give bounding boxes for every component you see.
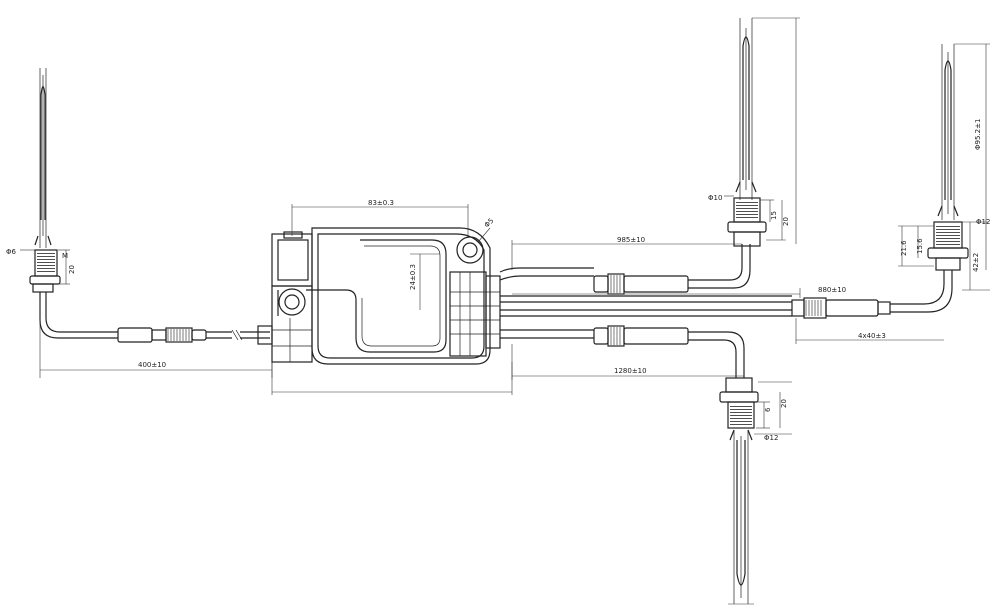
dim-mount-hole: Φ5 [483,217,496,230]
dim-probe-bottom-b: 20 [780,399,788,408]
cable-top-right [499,244,751,295]
dim-module-width: 83±0.3 [368,199,394,207]
dim-probe-top-a: 15 [770,211,778,220]
dims-cables: 985±10 880±10 4x40±3 1280±10 [511,236,944,380]
cable-right [500,270,953,319]
dim-probe-top-b: 20 [782,217,790,226]
dims-probe-bottom: 6 20 Φ12 [754,381,792,442]
dim-probe-right-len: Φ95.2±1 [974,119,982,150]
dims-probe-right: Φ95.2±1 Φ12 21.6 15.6 42±2 [898,43,990,291]
dim-probe-right-dia: Φ12 [976,218,990,226]
connector-left [117,325,273,345]
dims-module: 83±0.3 24±0.3 Φ5 [271,199,513,395]
dim-probe-bottom-dia: Φ12 [764,434,778,442]
probe-left [29,68,118,339]
dim-cable-top-right: 985±10 [617,236,645,244]
dim-cable-right: 880±10 [818,286,846,294]
probe-top [727,18,767,247]
cable-bottom [500,325,745,378]
dim-cable-left: 400±10 [138,361,166,369]
probe-bottom [719,377,759,605]
dim-cable-right-end: 4x40±3 [858,332,886,340]
dim-probe-right-a: 21.6 [900,240,908,256]
dims-left: 400±10 Φ6 20 M [6,248,273,378]
dim-probe-right-c: 42±2 [972,253,980,272]
dim-probe-left-nut: M [62,252,68,260]
dim-probe-left-len: 20 [68,265,76,274]
dim-probe-left-dia: Φ6 [6,248,17,256]
probe-right [927,44,969,271]
dim-probe-right-b: 15.6 [916,238,924,254]
dim-probe-top-dia: Φ10 [708,194,722,202]
dim-probe-bottom-a: 6 [764,407,772,412]
dim-cable-bottom: 1280±10 [614,367,647,375]
dim-module-height: 24±0.3 [409,264,417,290]
control-module [271,227,501,365]
dims-probe-top: Φ10 15 20 [708,17,800,244]
